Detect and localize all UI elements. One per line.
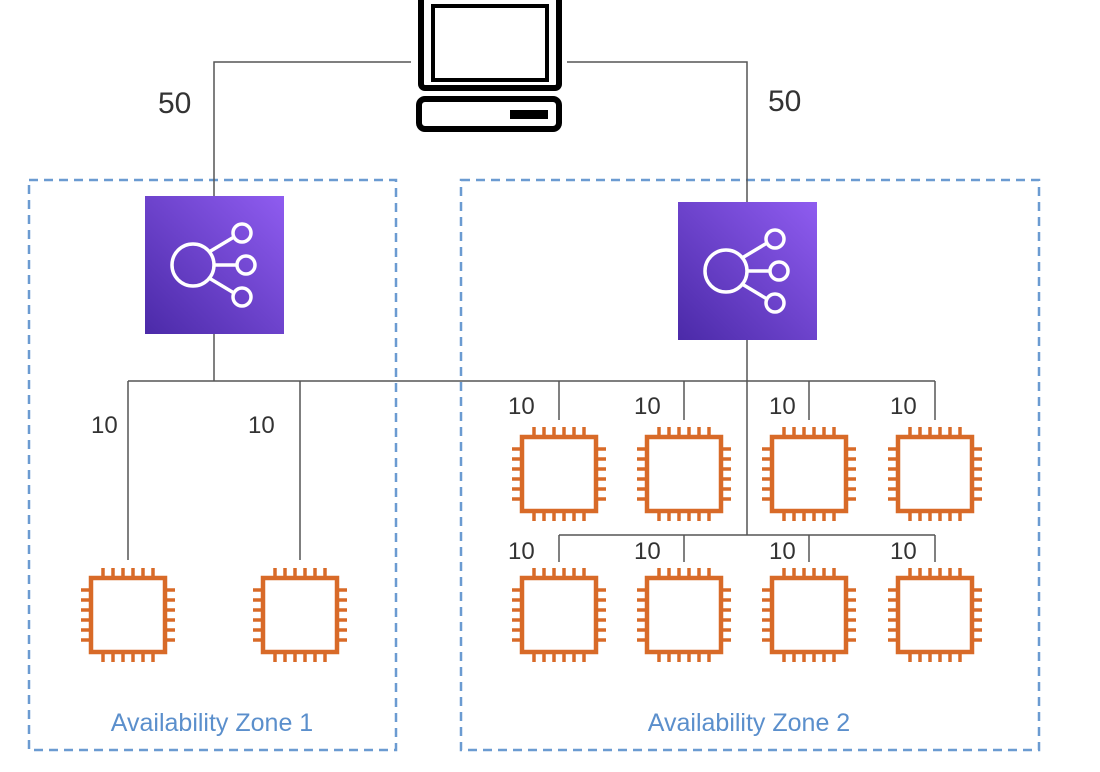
az1-instance-weight: 10	[91, 412, 118, 439]
connection-lines	[127, 61, 936, 562]
az2-instance-weight: 10	[769, 393, 796, 420]
client-weight-right: 50	[768, 85, 801, 118]
ec2-instance-chip-icon	[637, 427, 731, 521]
ec2-instance-chip-icon	[81, 568, 175, 662]
ec2-instance-chip-icon	[762, 427, 856, 521]
az2-instance-weight: 10	[508, 538, 535, 565]
ec2-instance-chip-icon	[888, 568, 982, 662]
availability-zone-1-label: Availability Zone 1	[111, 709, 313, 737]
ec2-instance-chip-icon	[888, 427, 982, 521]
az2-instance-weight: 10	[890, 538, 917, 565]
az2-instance-weight: 10	[634, 393, 661, 420]
ec2-instance-chip-icon	[253, 568, 347, 662]
ec2-instance-chip-icon	[762, 568, 856, 662]
az2-instance-weight: 10	[769, 538, 796, 565]
az2-instance-weight: 10	[634, 538, 661, 565]
availability-zone-1-box	[27, 178, 398, 752]
az2-instance-weight: 10	[508, 393, 535, 420]
instance-weight-labels: 10 10 10 10 10 10 10 10 10 10	[91, 393, 917, 565]
desktop-computer-icon	[416, 0, 562, 132]
load-balancer-icon	[678, 202, 817, 340]
client-to-lb2-line	[567, 61, 748, 202]
ec2-instance-chip-icon	[512, 427, 606, 521]
az1-instance-weight: 10	[248, 412, 275, 439]
ec2-instance-chip-icon	[512, 568, 606, 662]
client-to-lb1-line	[213, 61, 411, 196]
availability-zone-2-box	[459, 178, 1041, 752]
ec2-instance-chip-icon	[637, 568, 731, 662]
availability-zone-2-label: Availability Zone 2	[648, 709, 850, 737]
az2-instance-weight: 10	[890, 393, 917, 420]
client-weight-left: 50	[158, 87, 191, 120]
load-balancer-icon	[145, 196, 284, 334]
